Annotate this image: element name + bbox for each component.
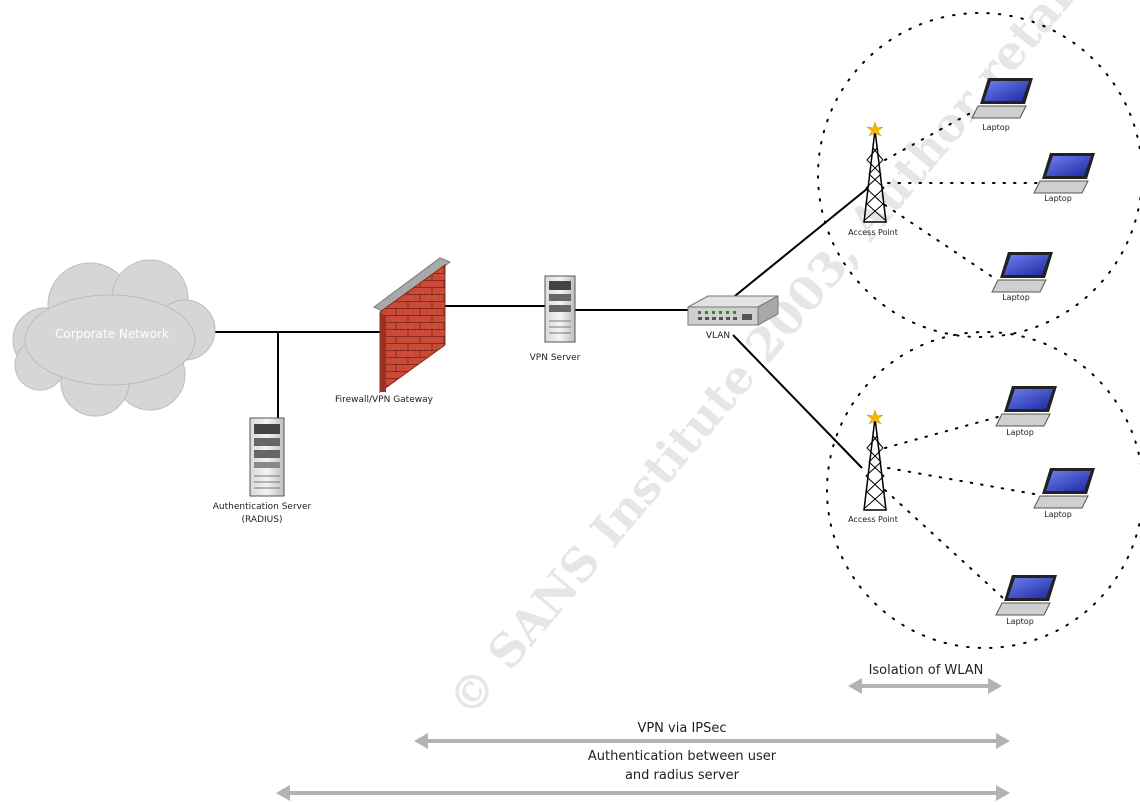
watermark: © SANS Institute 2003, Author retains fu…	[437, 0, 1140, 727]
auth-server-label-line2: (RADIUS)	[242, 515, 283, 525]
cloud-label: Corporate Network	[55, 327, 169, 341]
laptop-3	[991, 252, 1053, 293]
laptop-label-1: Laptop	[982, 123, 1010, 132]
access-point-label-1: Access Point	[848, 228, 898, 237]
laptop-label-4: Laptop	[1006, 428, 1034, 437]
laptop-6	[995, 575, 1057, 616]
vpn-server-label: VPN Server	[530, 353, 581, 363]
laptop-2	[1033, 153, 1095, 194]
auth-server-label-line1: Authentication Server	[213, 502, 312, 512]
laptop-5	[1033, 468, 1095, 509]
laptop-label-2: Laptop	[1044, 194, 1072, 203]
vlan-switch	[687, 295, 779, 326]
auth-span-label-line1: Authentication between user	[588, 749, 777, 764]
firewall-label: Firewall/VPN Gateway	[335, 395, 434, 405]
network-links	[190, 187, 869, 469]
span-arrows	[276, 678, 1010, 801]
laptop-1	[971, 78, 1033, 119]
vpn-server	[544, 275, 576, 343]
coverage-area-1	[817, 12, 1140, 338]
coverage-area-2	[826, 331, 1140, 649]
corporate-network-cloud: Corporate Network	[12, 259, 216, 417]
vpn-span-label: VPN via IPSec	[637, 721, 726, 736]
access-point-2	[863, 409, 887, 511]
access-point-label-2: Access Point	[848, 515, 898, 524]
laptop-label-3: Laptop	[1002, 293, 1030, 302]
isolation-span-label: Isolation of WLAN	[869, 663, 984, 678]
wireless-links	[884, 104, 1041, 599]
laptop-label-5: Laptop	[1044, 510, 1072, 519]
auth-span-label-line2: and radius server	[625, 768, 740, 783]
laptop-4	[995, 386, 1057, 427]
firewall	[373, 257, 452, 393]
vlan-label: VLAN	[706, 331, 730, 341]
access-point-1	[863, 121, 887, 223]
laptop-label-6: Laptop	[1006, 617, 1034, 626]
auth-server	[249, 417, 285, 497]
